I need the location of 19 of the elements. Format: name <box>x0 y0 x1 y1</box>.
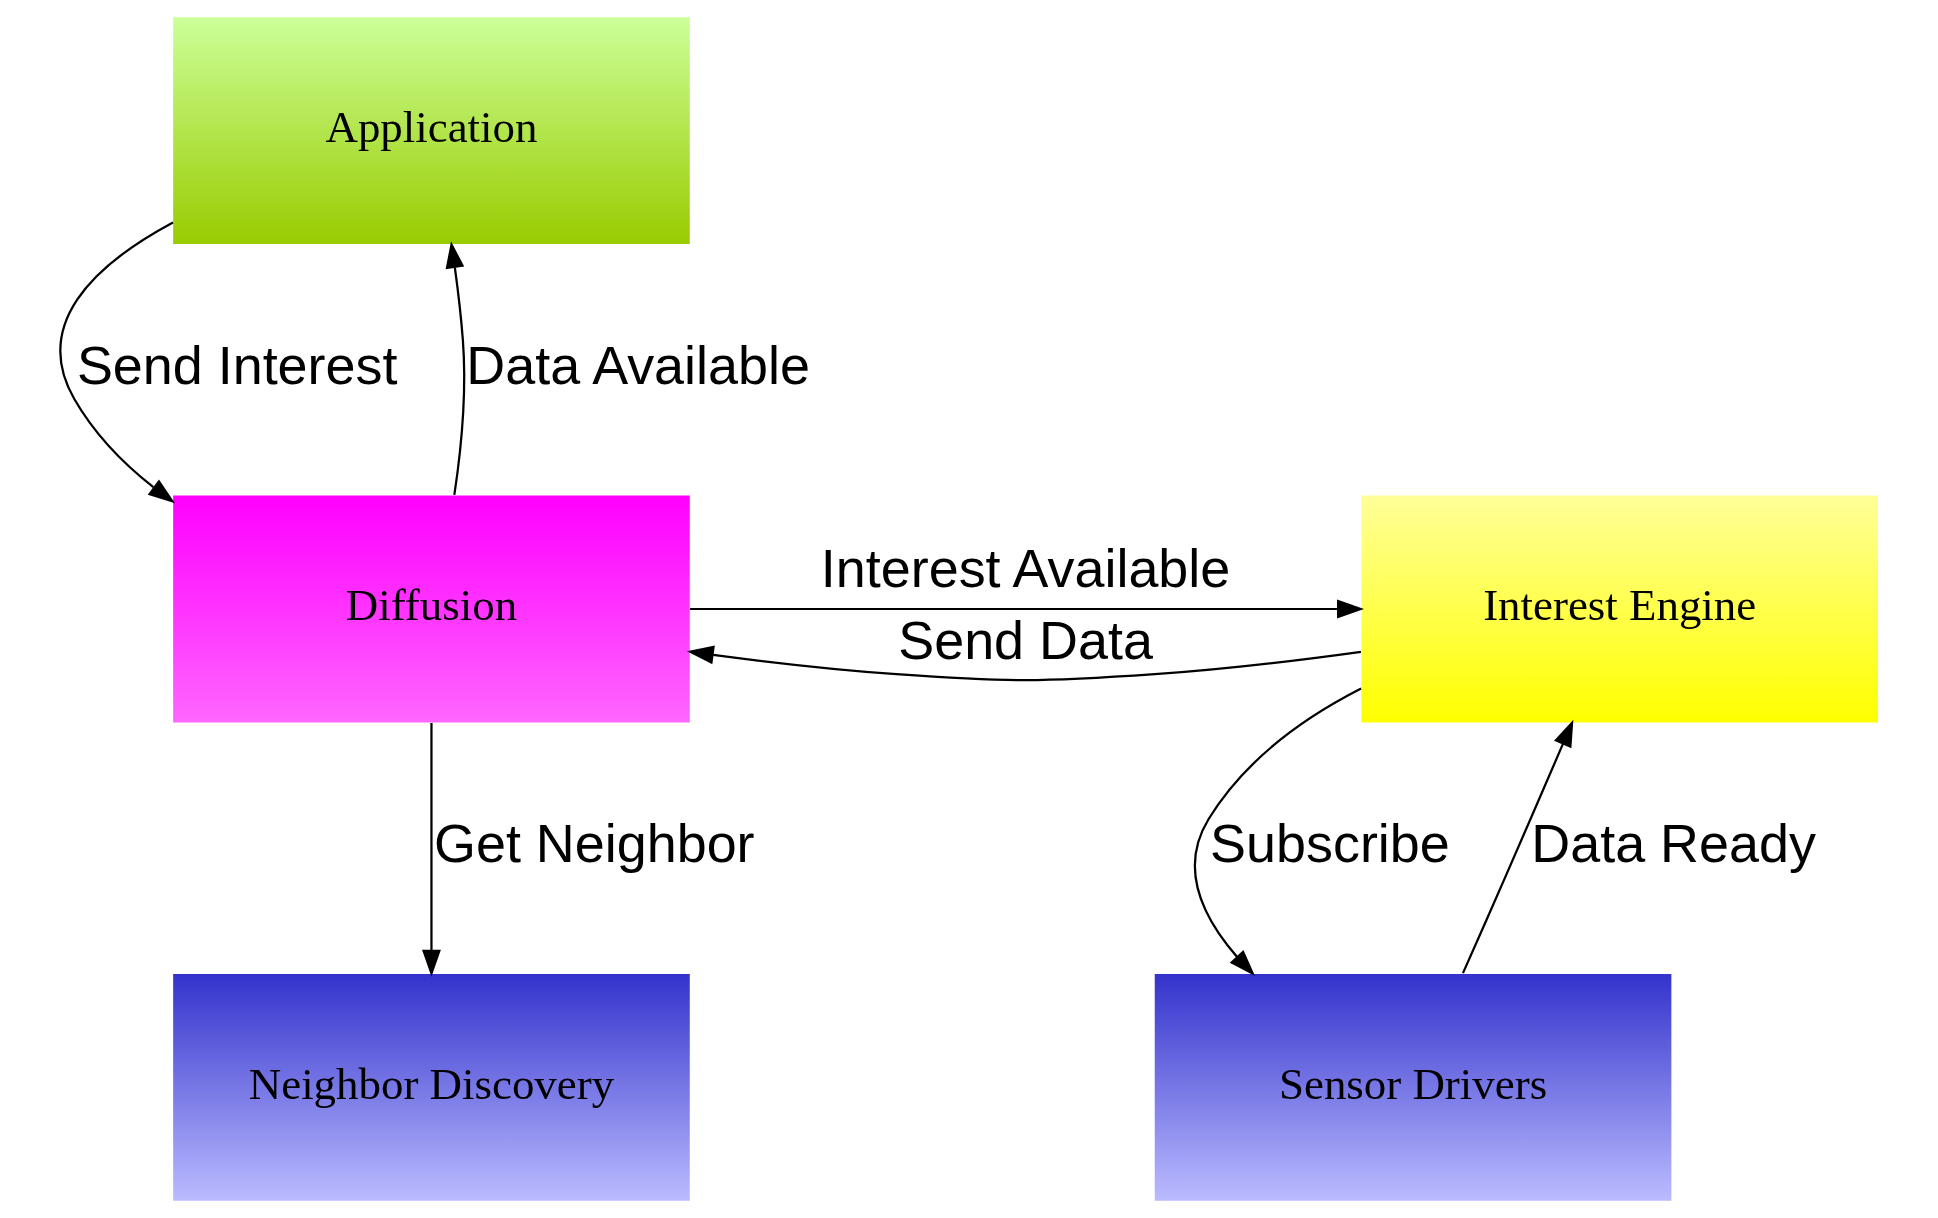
edge-label: Interest Available <box>820 537 1231 598</box>
node-box: Application <box>173 17 690 244</box>
edge-label: Get Neighbor <box>434 813 755 874</box>
arrow <box>686 645 1362 682</box>
node-box: Neighbor Discovery <box>173 974 690 1201</box>
arrow <box>690 599 1365 619</box>
edge-label: Subscribe <box>1210 813 1450 874</box>
arrow <box>1193 687 1362 977</box>
edge-label: Send Interest <box>76 334 398 395</box>
node-box: Diffusion <box>173 495 690 723</box>
node-box: Sensor Drivers <box>1154 974 1672 1201</box>
arrow <box>59 221 176 504</box>
arrow <box>1461 719 1574 974</box>
arrow <box>422 722 441 977</box>
node-box: Interest Engine <box>1361 495 1878 723</box>
edge-label: Data Available <box>466 334 810 395</box>
edge-label: Data Ready <box>1531 813 1816 874</box>
edge-label: Send Data <box>898 609 1153 670</box>
arrow <box>445 241 466 496</box>
